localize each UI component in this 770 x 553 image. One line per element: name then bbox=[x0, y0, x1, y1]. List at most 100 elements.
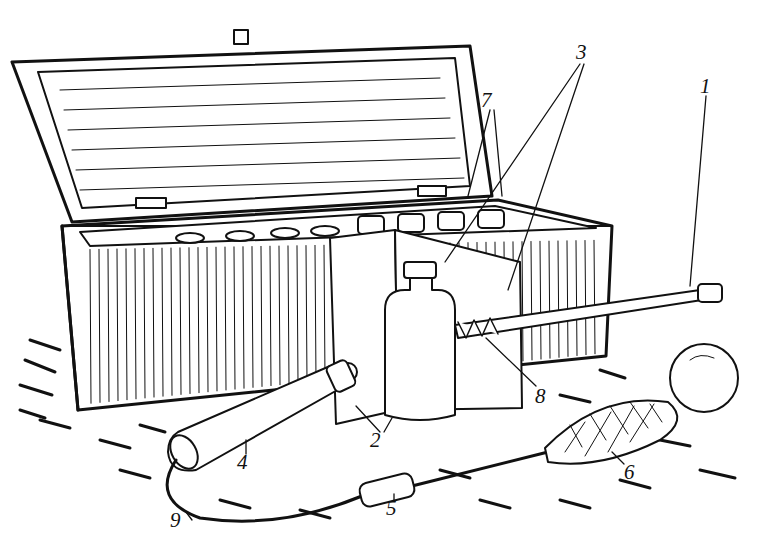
wood-grain bbox=[558, 241, 559, 357]
aspirator-bulb bbox=[545, 344, 738, 464]
ground-shading bbox=[560, 500, 590, 508]
case-lid bbox=[234, 30, 248, 44]
ground-shading bbox=[600, 370, 625, 378]
aspirator-bulb bbox=[545, 400, 677, 463]
ground-shading bbox=[40, 420, 70, 428]
case-lid bbox=[136, 198, 166, 208]
wood-grain bbox=[144, 249, 145, 398]
wood-grain bbox=[576, 241, 577, 356]
ground-shading bbox=[20, 410, 45, 418]
callout-number: 2 bbox=[370, 430, 381, 451]
sample-bottle bbox=[404, 262, 436, 278]
case-lid bbox=[60, 78, 440, 90]
wood-grain bbox=[261, 246, 262, 386]
wood-grain bbox=[198, 248, 199, 393]
sample-bottle bbox=[385, 276, 455, 420]
callout-number: 1 bbox=[700, 76, 711, 97]
bottle-caps bbox=[226, 231, 254, 241]
leader-lines bbox=[186, 64, 706, 520]
case-lid bbox=[72, 138, 455, 150]
leader-lines bbox=[356, 406, 380, 432]
wood-grain bbox=[585, 240, 586, 354]
callout-number: 5 bbox=[386, 498, 397, 519]
bottle-caps bbox=[176, 233, 204, 243]
wood-grain bbox=[117, 249, 118, 401]
callout-number: 6 bbox=[624, 462, 635, 483]
callout-number: 9 bbox=[170, 510, 181, 531]
wood-grain bbox=[180, 248, 181, 395]
ground-shading bbox=[480, 500, 510, 508]
case-lid bbox=[76, 158, 460, 170]
wood-grain bbox=[531, 241, 532, 359]
case-lid bbox=[38, 58, 470, 208]
ground-shading bbox=[25, 360, 55, 372]
case-lid bbox=[12, 30, 492, 222]
case-body bbox=[62, 226, 78, 410]
ground-shading bbox=[100, 440, 130, 448]
sampler-frame bbox=[330, 230, 522, 424]
wood-grain bbox=[90, 249, 91, 403]
wood-grain bbox=[594, 240, 595, 353]
wood-grain bbox=[234, 247, 235, 389]
intake-tube bbox=[458, 318, 498, 338]
intake-tube bbox=[455, 284, 722, 338]
handle bbox=[325, 359, 357, 394]
bottle-caps bbox=[311, 226, 339, 236]
intake-tube bbox=[455, 290, 702, 338]
ground-shading bbox=[660, 440, 690, 446]
leader-lines bbox=[494, 110, 502, 196]
ground-shading bbox=[120, 470, 150, 478]
wood-grain bbox=[216, 247, 217, 391]
wood-grain bbox=[306, 246, 307, 382]
wood-grain bbox=[99, 249, 100, 402]
handle bbox=[165, 359, 357, 474]
case-lid bbox=[80, 178, 464, 190]
hose bbox=[412, 452, 548, 486]
callout-number: 3 bbox=[576, 42, 587, 63]
case-lid bbox=[418, 186, 446, 196]
wood-grain bbox=[153, 248, 154, 397]
wood-grain bbox=[135, 249, 136, 399]
ground-shading bbox=[20, 385, 52, 395]
wood-grain bbox=[567, 241, 568, 357]
hose bbox=[167, 460, 362, 521]
wood-grain bbox=[540, 241, 541, 359]
case-lid bbox=[12, 46, 492, 222]
leader-lines bbox=[486, 338, 536, 386]
leader-lines bbox=[468, 110, 490, 196]
intake-tube bbox=[698, 284, 722, 302]
wood-grain bbox=[243, 247, 244, 389]
bottle-caps bbox=[438, 212, 464, 230]
wood-grain bbox=[270, 246, 271, 385]
leader-lines bbox=[384, 418, 392, 432]
wood-grain bbox=[207, 247, 208, 391]
ground-shading bbox=[30, 340, 60, 350]
case-lid bbox=[64, 98, 445, 110]
leader-lines bbox=[508, 64, 584, 290]
bottle-caps bbox=[271, 228, 299, 238]
leader-lines bbox=[445, 64, 580, 262]
callout-number: 8 bbox=[535, 386, 546, 407]
wood-grain bbox=[252, 247, 253, 388]
wood-grain bbox=[324, 245, 325, 380]
leader-lines bbox=[186, 512, 192, 520]
ground-shading bbox=[560, 395, 590, 402]
wood-grain bbox=[171, 248, 172, 395]
ground-shading bbox=[220, 500, 250, 508]
bottle-caps bbox=[478, 210, 504, 228]
callout-number: 4 bbox=[237, 452, 248, 473]
case-lid bbox=[68, 118, 450, 130]
wood-grain bbox=[315, 245, 316, 381]
sample-bottle bbox=[385, 262, 455, 420]
wood-grain bbox=[162, 248, 163, 396]
aspirator-bulb bbox=[690, 355, 714, 360]
wood-grain bbox=[549, 241, 550, 358]
leader-lines bbox=[612, 452, 624, 464]
wood-grain bbox=[288, 246, 289, 384]
wood-grain bbox=[225, 247, 226, 390]
wood-grain bbox=[189, 248, 190, 394]
bottle-caps bbox=[398, 214, 424, 232]
hose bbox=[167, 452, 548, 521]
